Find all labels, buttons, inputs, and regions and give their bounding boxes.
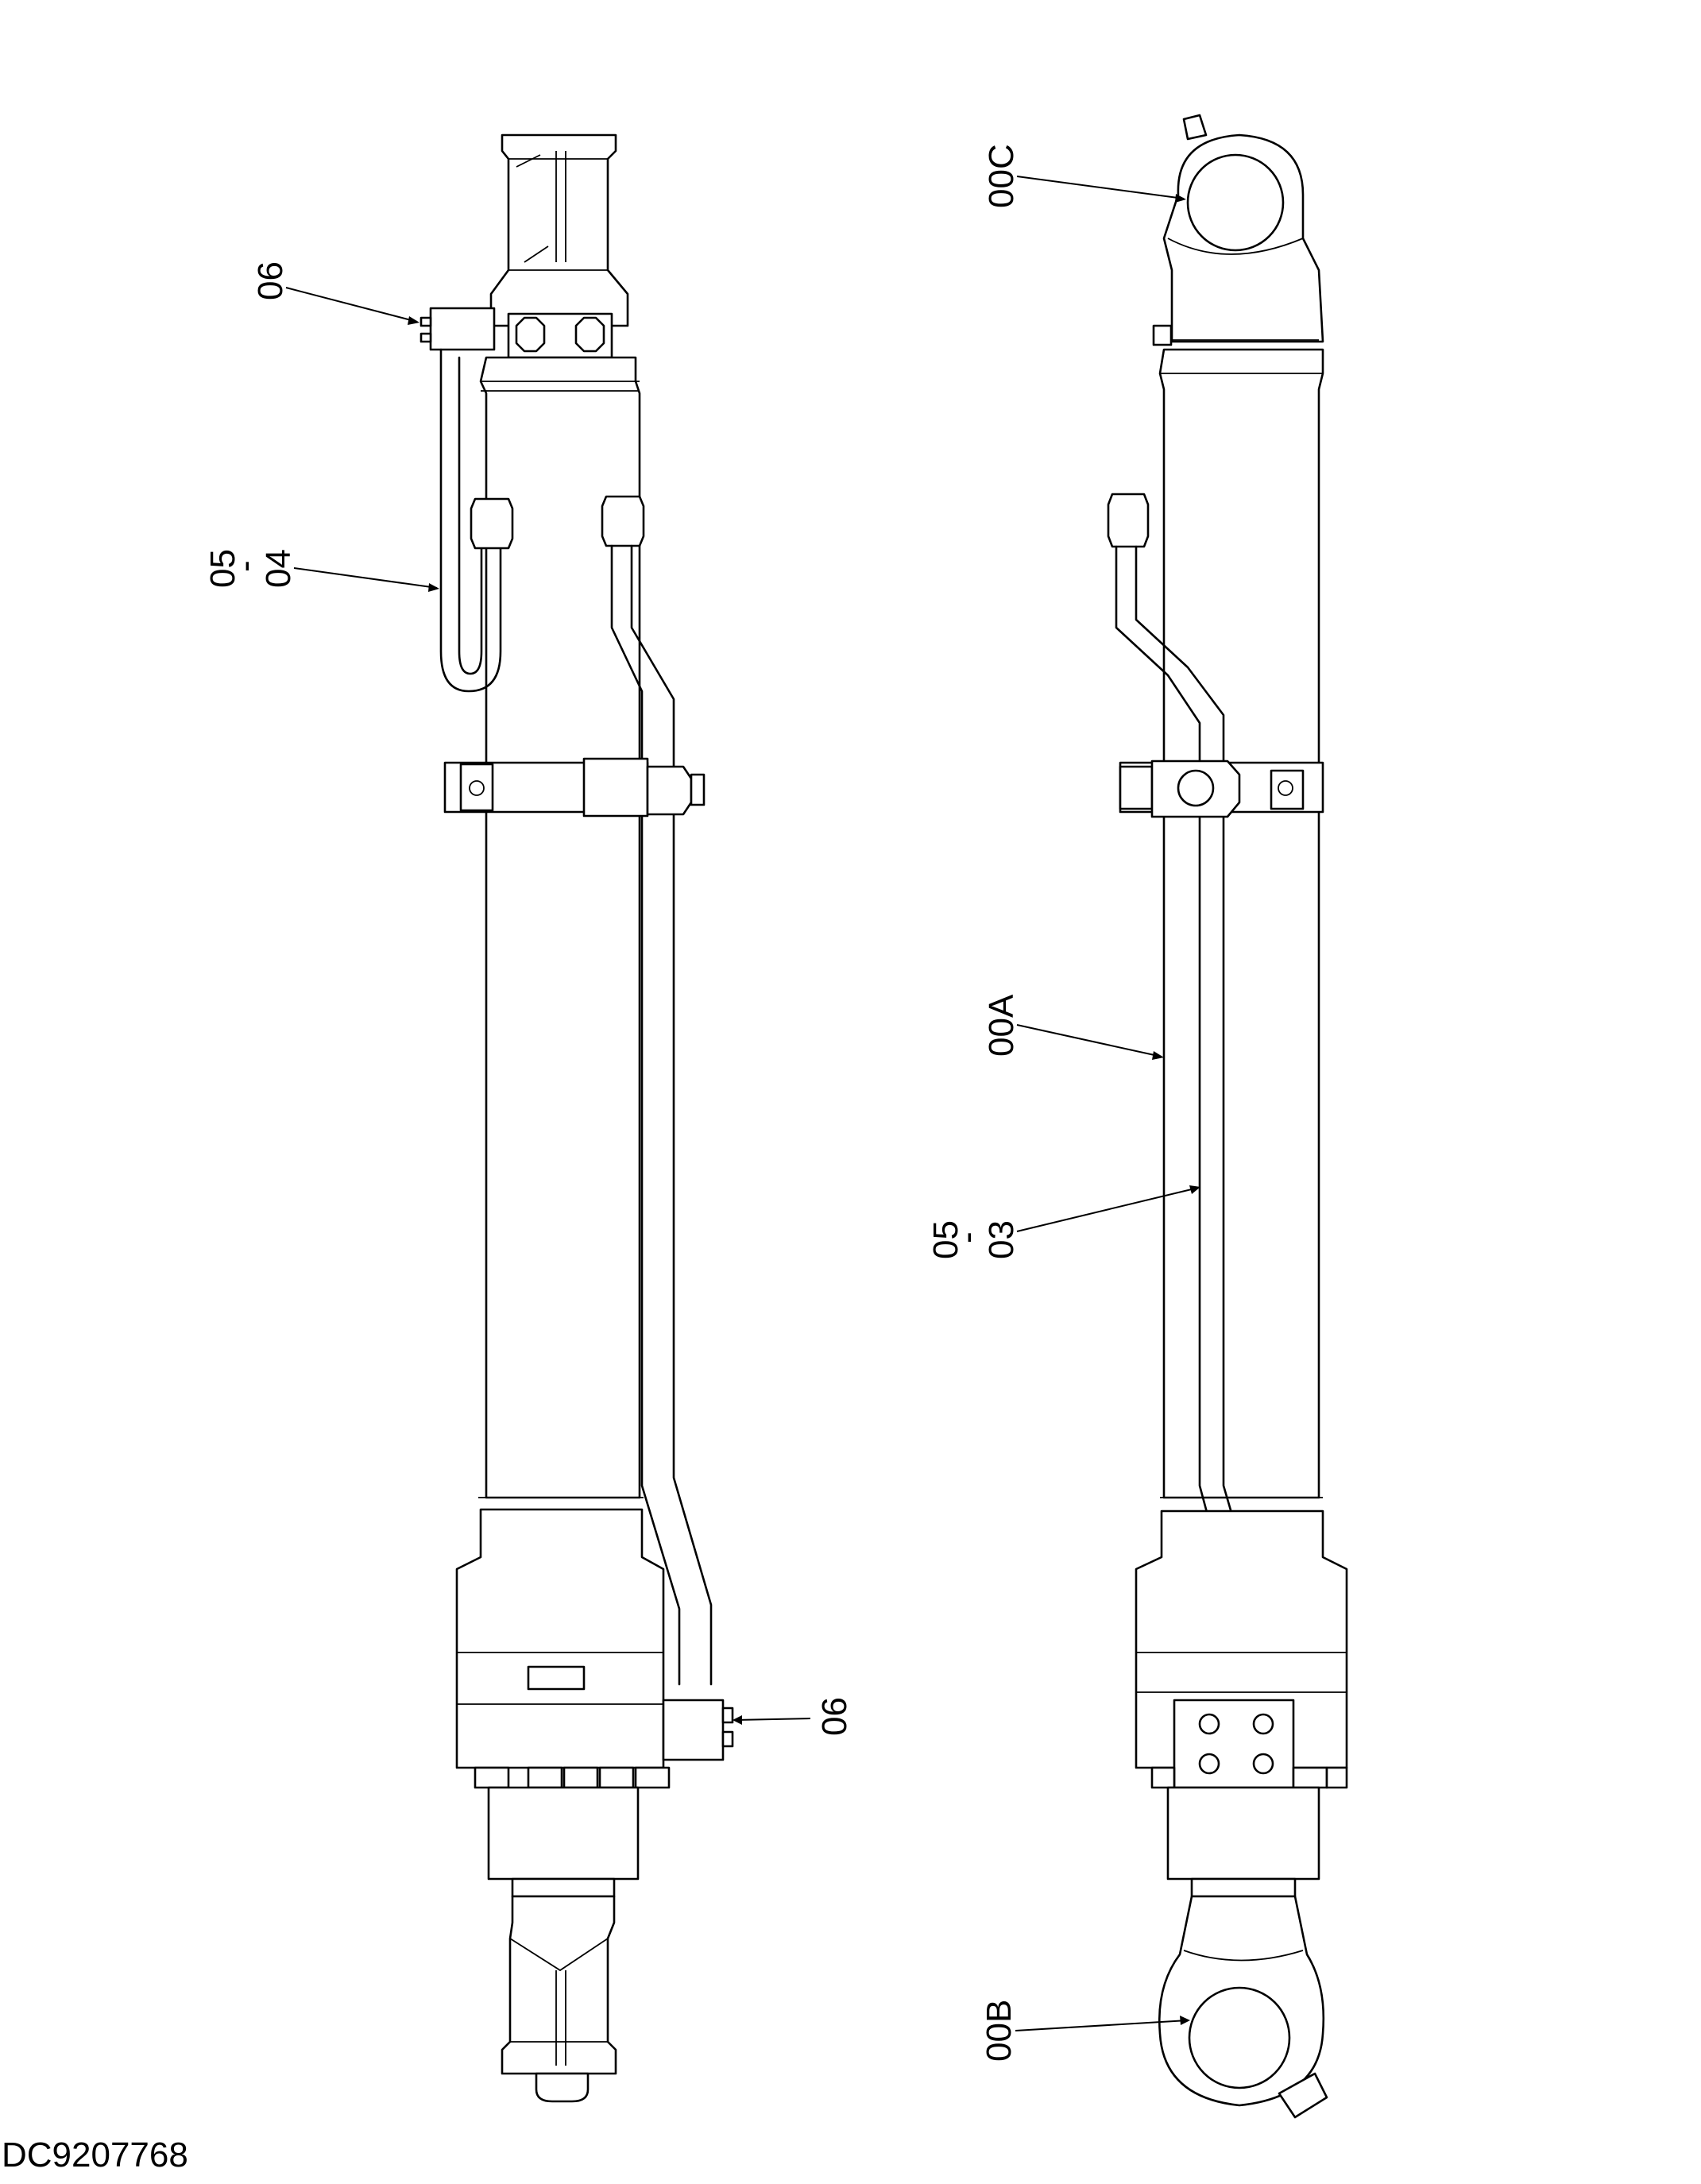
drawing-number: DC9207768 bbox=[2, 2136, 188, 2174]
callout-label: - bbox=[226, 560, 265, 572]
hex-bolt-icon bbox=[574, 316, 605, 353]
left-top-clevis bbox=[489, 133, 629, 327]
left-clamp-band bbox=[443, 757, 706, 818]
flange-bolt-icon bbox=[1252, 1713, 1274, 1735]
left-bottom-head bbox=[455, 1508, 734, 1789]
callout-label: 00B bbox=[980, 2000, 1019, 2062]
callout-label: 04 bbox=[259, 549, 298, 588]
callout-right-00B: 00B bbox=[980, 2000, 1190, 2062]
left-rod-clevis bbox=[487, 1786, 640, 2103]
pipe-nut-icon bbox=[470, 497, 514, 550]
right-bottom-head bbox=[1135, 1509, 1348, 1789]
callout-label: 00C bbox=[982, 144, 1021, 208]
flange-bolt-icon bbox=[1252, 1753, 1274, 1775]
flange-bolt-icon bbox=[1198, 1713, 1220, 1735]
callout-label: - bbox=[948, 1231, 987, 1243]
callout-label: 06 bbox=[251, 261, 290, 300]
right-clamp-band bbox=[1119, 760, 1324, 818]
right-top-eye bbox=[1152, 114, 1324, 350]
left-u-pipe-05-04 bbox=[439, 348, 514, 693]
callout-label: 03 bbox=[982, 1220, 1021, 1259]
callout-left-top-06: 06 bbox=[251, 261, 419, 325]
callout-left-bottom-06: 06 bbox=[733, 1697, 854, 1736]
clamp-bolt-icon bbox=[1177, 769, 1215, 807]
pipe-nut-icon bbox=[601, 495, 645, 547]
callout-label: 05 bbox=[926, 1220, 965, 1259]
right-barrel bbox=[1158, 348, 1324, 1512]
callout-right-00A: 00A bbox=[982, 994, 1164, 1060]
left-cylinder-view: 06 05 - 04 06 bbox=[203, 133, 854, 2103]
callout-right-05-03: 05 - 03 bbox=[926, 1185, 1200, 1259]
right-cylinder-view: 00C 00A 05 - 03 00B bbox=[926, 114, 1348, 2119]
callout-label: 06 bbox=[815, 1697, 854, 1736]
callout-label: 00A bbox=[982, 994, 1021, 1057]
hex-bolt-icon bbox=[515, 316, 546, 353]
right-rod-eye bbox=[1158, 1786, 1328, 2119]
left-head-bolt-block bbox=[507, 312, 613, 359]
left-top-fitting-06 bbox=[419, 307, 496, 351]
pipe-flange-plate bbox=[1173, 1699, 1295, 1789]
callout-label: 05 bbox=[203, 549, 242, 588]
callout-left-05-04: 05 - 04 bbox=[203, 549, 439, 592]
left-barrel bbox=[478, 356, 644, 1510]
callout-right-00C: 00C bbox=[982, 144, 1186, 208]
pipe-nut-icon bbox=[1107, 493, 1150, 548]
flange-bolt-icon bbox=[1198, 1753, 1220, 1775]
left-long-pipe bbox=[601, 495, 713, 1686]
